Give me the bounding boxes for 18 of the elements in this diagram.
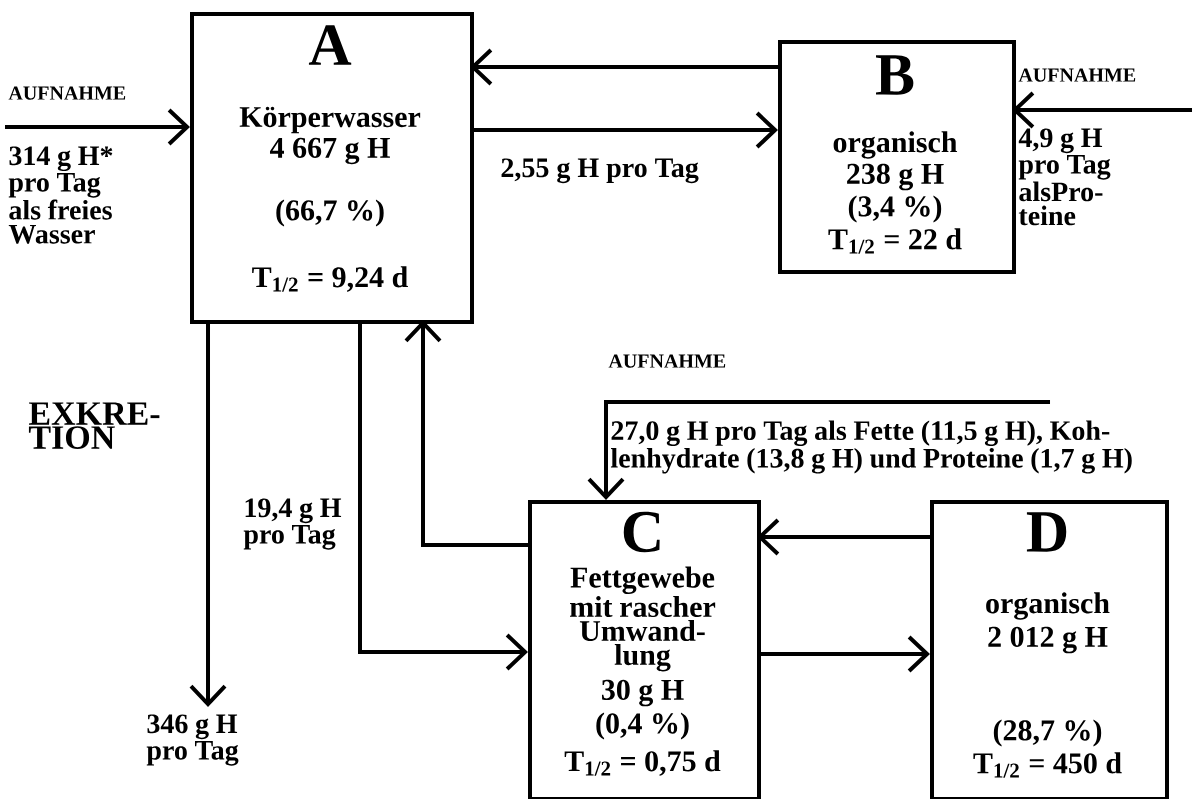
arrow — [404, 320, 528, 547]
arrow — [470, 48, 778, 86]
annotation-text: AUFNAHME — [8, 86, 126, 100]
edge-label: 27,0 g H pro Tag als Fette (11,5 g H), Koh-lenhydrate (13,8 g H) und Proteine (1,7 g H) — [610, 420, 1132, 474]
annotation-text: EXKRE-TION — [28, 402, 160, 449]
compartment-box: D organisch 2 012 g H (28,7 %) T$_{1/2}$ = 450 d — [930, 500, 1169, 799]
edge-label: 19,4 g H pro Tag — [243, 498, 342, 550]
compartment-box: C Fettgewebe mit rascher Umwand-lung 30 g H (0,4 %) T$_{1/2}$ = 0,75 d — [528, 500, 761, 799]
arrow — [587, 400, 1050, 500]
edge-label: 346 g H pro Tag — [146, 714, 239, 766]
arrow — [189, 320, 227, 707]
arrow — [5, 108, 190, 146]
edge-label: 314 g H* pro Tag als freies Wasser — [8, 146, 113, 244]
edge-label: 2,55 g H pro Tag — [501, 158, 699, 184]
compartment-box: A Körperwasser 4 667 g H (66,7 %) T$_{1/2}$ = 9,24 d — [190, 12, 474, 324]
edge-label: 4,9 g H pro Tag alsPro-teine — [1018, 128, 1111, 226]
compartment-box: B organisch 238 g H (3,4 %) T$_{1/2}$ = 22 d — [778, 40, 1016, 274]
annotation-text: AUFNAHME — [608, 354, 726, 368]
